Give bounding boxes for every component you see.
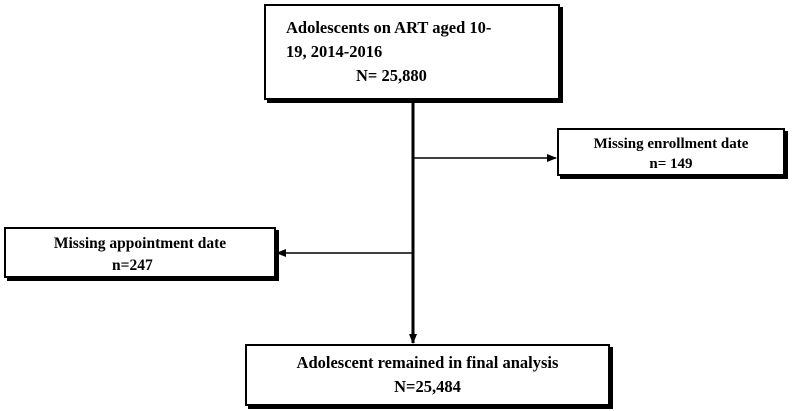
final-count: N=25,484 bbox=[394, 377, 461, 396]
exclusion-enrollment-count: n= 149 bbox=[649, 156, 693, 172]
box-adolescents-on-art: Adolescents on ART aged 10- 19, 2014-201… bbox=[264, 4, 560, 100]
start-count: N= 25,880 bbox=[356, 66, 427, 85]
exclusion-appointment-count: n=247 bbox=[112, 257, 153, 274]
box-missing-appointment-date: Missing appointment date n=247 bbox=[4, 227, 276, 278]
final-label: Adolescent remained in final analysis bbox=[296, 353, 559, 372]
exclusion-enrollment-label: Missing enrollment date bbox=[593, 136, 749, 152]
start-label-line1: Adolescents on ART aged 10- bbox=[286, 18, 492, 37]
start-label-line2: 19, 2014-2016 bbox=[286, 42, 383, 61]
exclusion-appointment-label: Missing appointment date bbox=[53, 235, 227, 252]
box-final-analysis: Adolescent remained in final analysis N=… bbox=[245, 344, 610, 406]
box-missing-enrollment-date: Missing enrollment date n= 149 bbox=[557, 128, 785, 176]
